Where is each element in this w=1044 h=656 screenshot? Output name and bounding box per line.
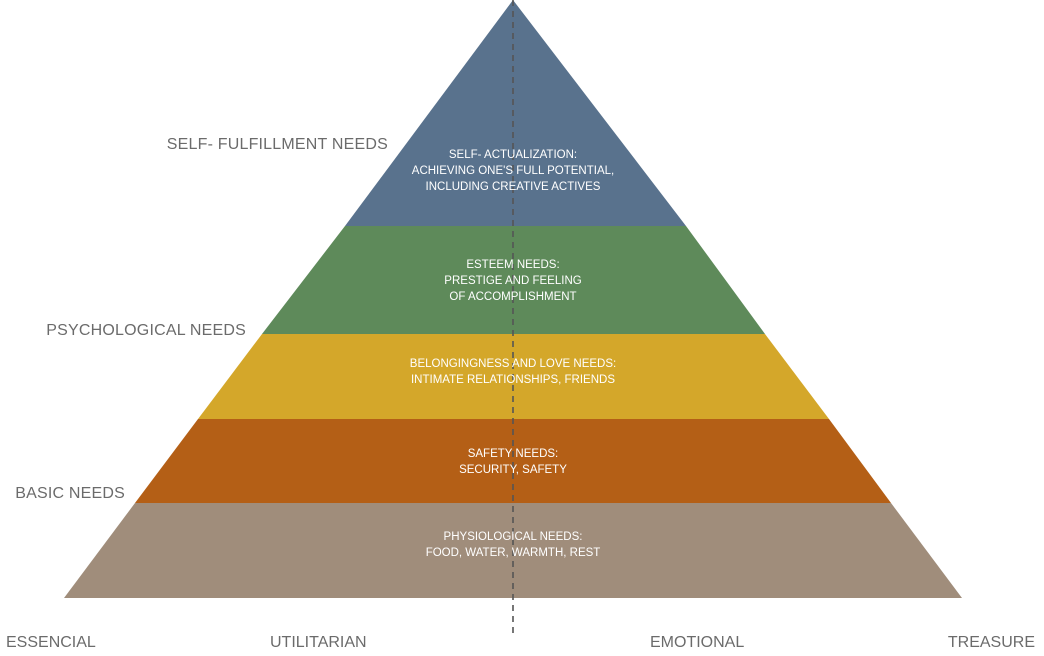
axis-label-essencial: ESSENCIAL (6, 634, 96, 651)
physiological-text-line-2: FOOD, WATER, WARMTH, REST (426, 547, 601, 559)
psychological-needs-label: PSYCHOLOGICAL NEEDS (46, 322, 246, 339)
self-actualization-text-line-1: SELF- ACTUALIZATION: (449, 149, 577, 161)
safety-text-line-2: SECURITY, SAFETY (459, 464, 567, 476)
esteem-text-line-1: ESTEEM NEEDS: (466, 259, 559, 271)
self-actualization-text-line-2: ACHIEVING ONE'S FULL POTENTIAL, (412, 165, 614, 177)
layer-safety (135, 419, 891, 503)
layer-self-actualization (345, 0, 686, 226)
safety-text-line-1: SAFETY NEEDS: (468, 448, 559, 460)
esteem-text-line-3: OF ACCOMPLISHMENT (449, 291, 576, 303)
self-actualization-text-line-3: INCLUDING CREATIVE ACTIVES (426, 181, 601, 193)
self-fulfillment-needs-label: SELF- FULFILLMENT NEEDS (166, 136, 388, 153)
basic-needs-label: BASIC NEEDS (15, 485, 125, 502)
belongingness-text-line-1: BELONGINGNESS AND LOVE NEEDS: (410, 358, 616, 370)
physiological-text-line-1: PHYSIOLOGICAL NEEDS: (444, 531, 583, 543)
belongingness-text-line-2: INTIMATE RELATIONSHIPS, FRIENDS (411, 374, 615, 386)
axis-label-treasure: TREASURE (947, 634, 1035, 651)
esteem-text-line-2: PRESTIGE AND FEELING (444, 275, 581, 287)
axis-label-emotional: EMOTIONAL (650, 634, 745, 651)
axis-label-utilitarian: UTILITARIAN (270, 634, 367, 651)
